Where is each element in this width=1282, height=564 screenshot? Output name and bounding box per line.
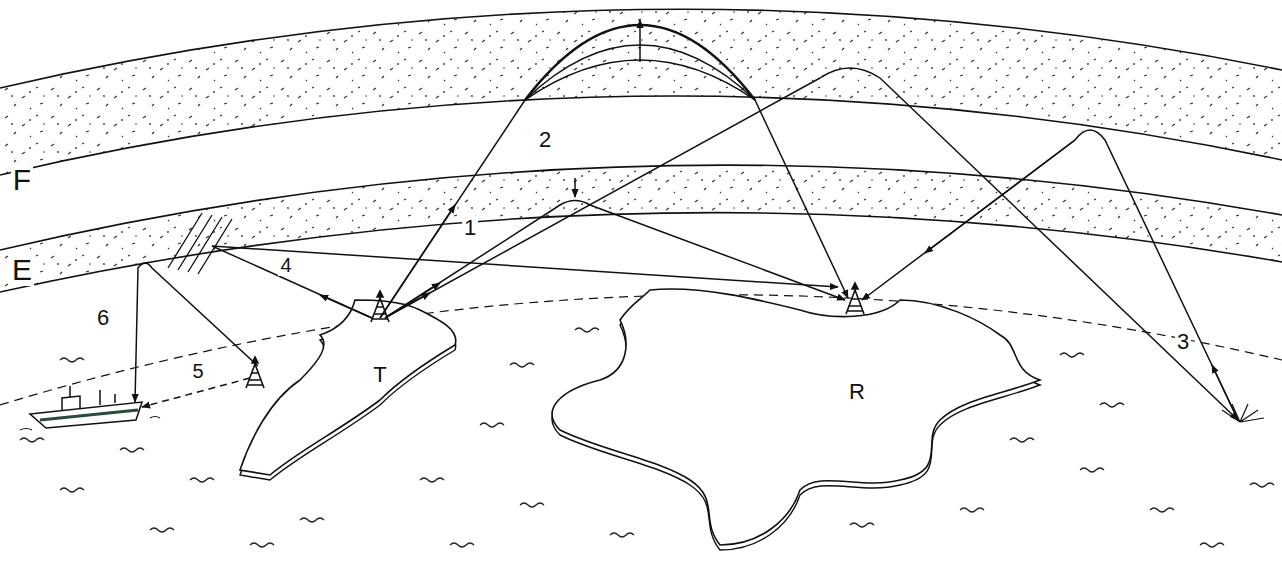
e-layer: [0, 165, 1282, 292]
coastline: [240, 289, 1040, 550]
callout-number: 3: [1175, 330, 1191, 353]
layer-label: F: [11, 164, 33, 196]
callout-number: 6: [95, 306, 111, 329]
ray-paths: [135, 20, 1264, 422]
antenna-tower: [246, 283, 864, 388]
layer-label: E: [10, 254, 34, 286]
f-layer: [0, 9, 1282, 175]
callout-number: 2: [537, 128, 553, 151]
ship: [20, 386, 160, 430]
callout-number: 1: [462, 216, 478, 239]
station-label: T: [371, 363, 388, 386]
callout-number: 5: [190, 361, 205, 382]
station-label: R: [847, 380, 867, 403]
callout-number: 4: [278, 255, 293, 276]
